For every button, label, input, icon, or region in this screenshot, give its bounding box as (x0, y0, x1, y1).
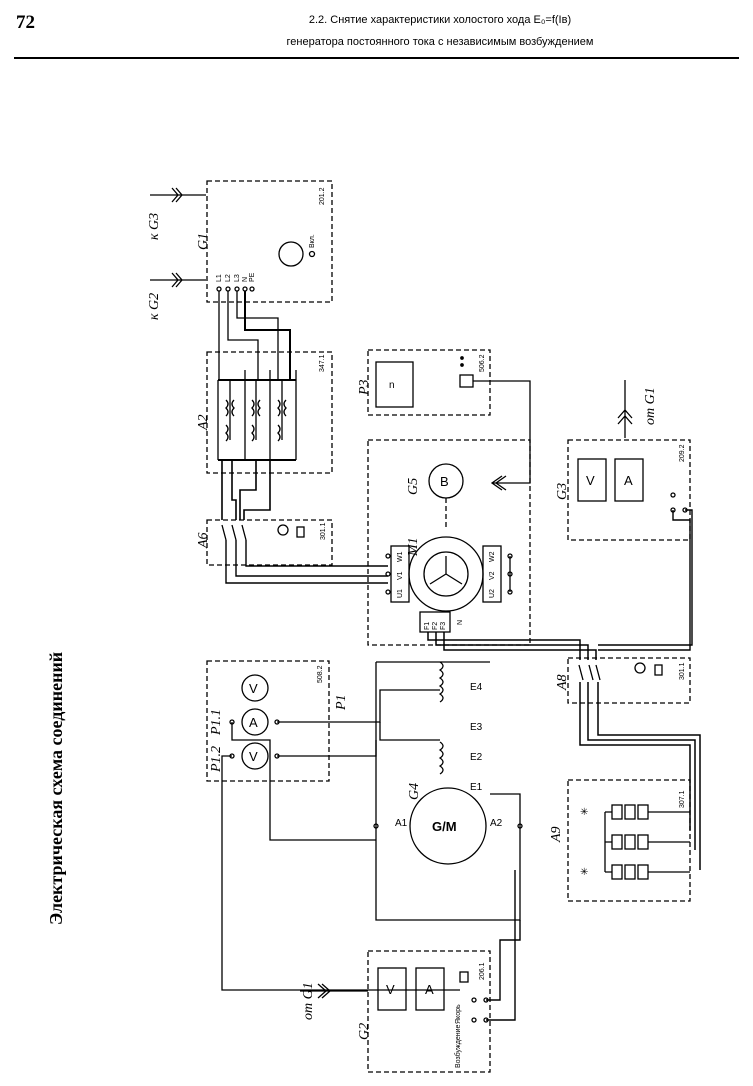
block-a6: A6 301.1 (196, 519, 388, 584)
p1-meter-a: A (249, 715, 258, 730)
p3-display: n (389, 380, 395, 391)
a2-code: 347.1 (319, 354, 326, 372)
g1-terminal-l1: L1 (216, 274, 223, 282)
g4-field-e4: E4 (470, 682, 483, 693)
block-p1: V A V P1 P1.1 P1.2 508.2 (206, 660, 349, 782)
a8-designator: A8 (555, 674, 570, 691)
g4-field-e2: E2 (470, 752, 483, 763)
m1-f2: F2 (432, 622, 439, 630)
block-a9: A9 307.1 ✳ ✳ (549, 779, 691, 902)
g1-terminal-l2: L2 (225, 274, 232, 282)
g3-to: от G1 (643, 387, 658, 425)
p1-meter-v2: V (249, 749, 258, 764)
g5-symbol: B (440, 474, 449, 489)
g4-designator: G4 (407, 783, 422, 800)
a9-sun2-icon: ✳ (580, 867, 588, 878)
g2-label-armature: Якорь (455, 1004, 462, 1024)
g4-field-e1: E1 (470, 782, 483, 793)
page-number: 72 (16, 12, 35, 33)
g1-switch-label: Вкл. (309, 234, 316, 248)
g4-field-e3: E3 (470, 722, 483, 733)
a6-code: 301.1 (320, 522, 327, 540)
ref-to-g2: к G2 (147, 293, 162, 320)
g3-designator: G3 (555, 483, 570, 500)
p1-code: 508.2 (317, 665, 324, 683)
m1-to-a8-wires (427, 632, 597, 660)
g2-meter-a: A (425, 982, 434, 997)
m1-w2: W2 (489, 551, 496, 562)
g3-meter-a: A (624, 473, 633, 488)
m1-v2: V2 (489, 571, 496, 580)
a6-designator: A6 (196, 532, 211, 549)
p1-1-designator: P1.1 (209, 709, 224, 736)
m1-u1: U1 (397, 589, 404, 598)
g4-symbol: G/M (432, 819, 457, 834)
m1-v1: V1 (397, 571, 404, 580)
g5-designator: G5 (406, 478, 421, 495)
block-m1-g5: B G5 M1 U1 V1 W1 U2 V2 W2 F1 F2 F3 N (367, 439, 531, 646)
g2-designator: G2 (357, 1023, 372, 1040)
a9-sun1-icon: ✳ (580, 807, 588, 818)
m1-n: N (457, 620, 464, 625)
a9-code: 307.1 (679, 790, 686, 808)
a9-designator: A9 (549, 826, 564, 843)
p1-2-designator: P1.2 (209, 746, 224, 773)
block-g2: V A G2 206.1 Якорь Возбуждение от G1 (300, 870, 521, 1073)
g1-terminal-pe: PE (249, 272, 256, 282)
g1-designator: G1 (196, 233, 211, 250)
p3-code: 506.2 (479, 354, 486, 372)
m1-w1: W1 (397, 551, 404, 562)
header-line-1: 2.2. Снятие характеристики холостого ход… (308, 14, 572, 26)
m1-f3: F3 (440, 622, 447, 630)
g2-label-excitation: Возбуждение (454, 1025, 462, 1068)
p1-designator: P1 (334, 694, 349, 711)
g2-code: 206.1 (479, 962, 486, 980)
g4-terminal-a1: A1 (395, 818, 408, 829)
a2-designator: A2 (196, 414, 211, 431)
block-a8: A8 301.1 (555, 657, 691, 704)
g4-terminal-a2: A2 (490, 818, 503, 829)
block-g4: G/M G4 A1 A2 E1 E2 E3 E4 (373, 661, 523, 921)
header-line-2: генератора постоянного тока с независимы… (286, 36, 594, 48)
block-g1: Вкл. 201.2 G1 L1 L2 L3 N PE к G3 к G2 (147, 180, 333, 320)
block-a2: 347.1 A2 (196, 351, 333, 474)
block-p3: n P3 506.2 (357, 349, 531, 491)
m1-f1: F1 (424, 622, 431, 630)
m1-u2: U2 (489, 589, 496, 598)
g3-code: 209.2 (679, 444, 686, 462)
g2-to: от G1 (301, 982, 316, 1020)
g1-terminal-n: N (242, 277, 249, 282)
ref-to-g3: к G3 (147, 213, 162, 240)
header-rule (14, 57, 739, 59)
m1-designator: M1 (406, 537, 421, 557)
block-g3: V A G3 209.2 от G1 (555, 380, 693, 651)
g1-terminal-l3: L3 (234, 274, 241, 282)
p1-g4-wires (221, 689, 460, 991)
g1-code: 201.2 (319, 187, 326, 205)
g2-meter-v: V (386, 982, 395, 997)
p3-designator: P3 (357, 379, 372, 396)
a8-code: 301.1 (679, 662, 686, 680)
a2-to-a6-wires (221, 460, 271, 520)
g1-to-a2-wires (218, 291, 291, 380)
g3-meter-v: V (586, 473, 595, 488)
p1-meter-v1: V (249, 681, 258, 696)
